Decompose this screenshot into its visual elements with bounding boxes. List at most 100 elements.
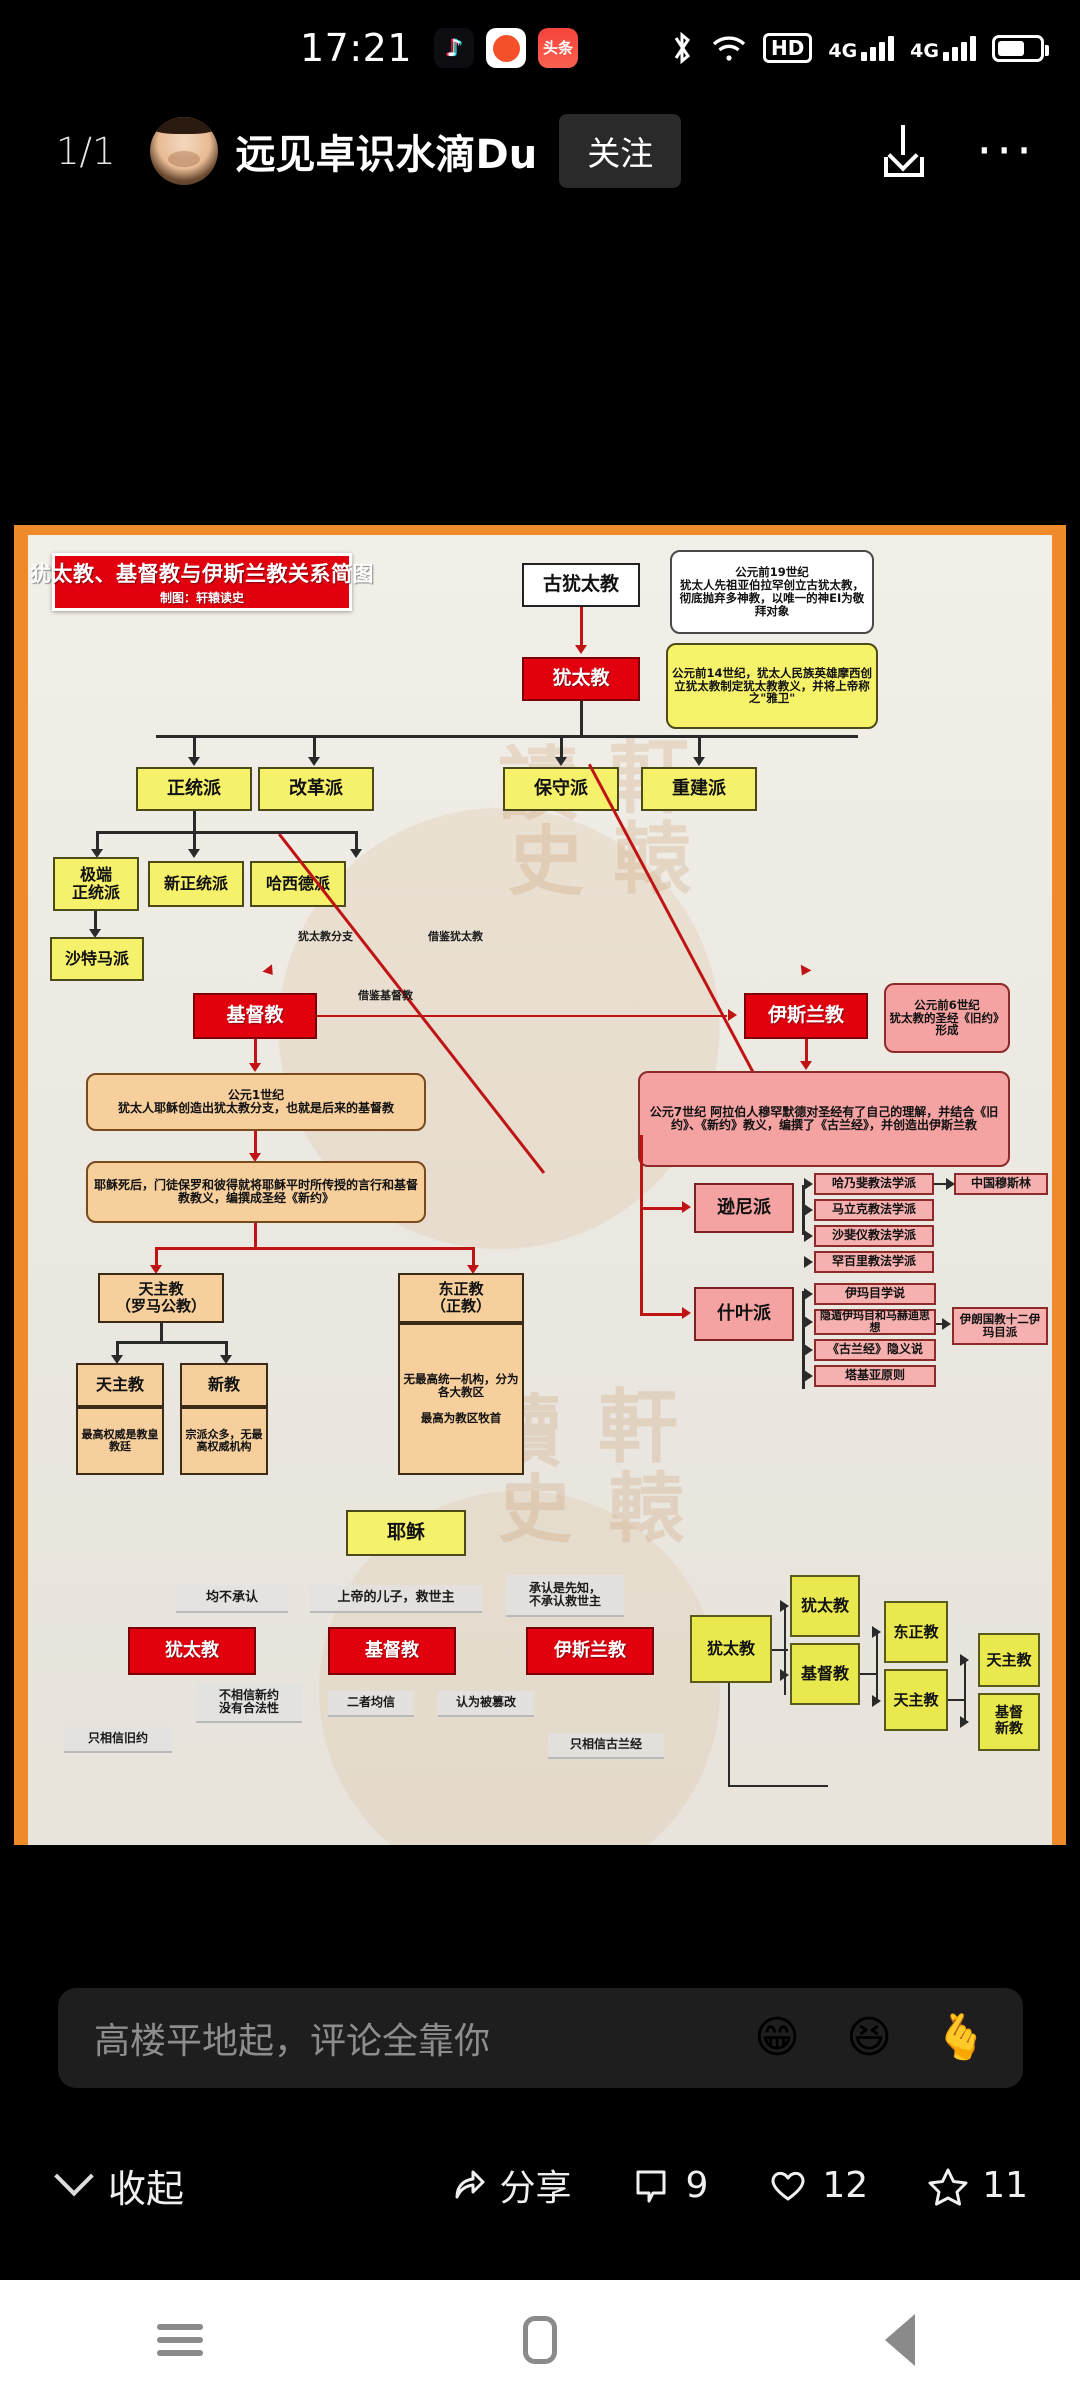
link-judaism-bus [156, 735, 858, 738]
laugh-emoji[interactable]: 😆 [846, 2012, 892, 2063]
tree-link-catholic-bus [964, 1659, 966, 1721]
status-bar-right: HD 4G 4G [669, 31, 1049, 65]
favorite-button[interactable]: 11 [926, 2163, 1028, 2207]
bluetooth-icon [669, 31, 695, 65]
infographic-poster: 讀 軒 史 轅 讀 軒 史 轅 犹太教、基督教与伊斯兰教关系简图 制图：轩辕读史… [14, 525, 1066, 1845]
arrow-eastern [467, 1265, 479, 1274]
arrow-hasidic [350, 849, 362, 858]
image-viewer[interactable]: 讀 軒 史 轅 讀 軒 史 轅 犹太教、基督教与伊斯兰教关系简图 制图：轩辕读史… [14, 525, 1066, 1845]
tree-arrow-catholic2 [960, 1654, 969, 1666]
node-orthodox: 正统派 [136, 767, 252, 811]
download-icon[interactable] [876, 123, 932, 179]
comment-button[interactable]: 9 [629, 2163, 708, 2207]
link-catholic-bus [116, 1341, 228, 1344]
home-icon[interactable] [513, 2313, 567, 2367]
note-orthodox-authority: 无最高统一机构，分为各大教区 最高为教区牧首 [398, 1323, 524, 1475]
node-reconstruct: 重建派 [641, 767, 757, 811]
status-bar: 17:21 ♪ 头条 HD 4G [0, 0, 1080, 96]
more-options-icon[interactable]: ··· [976, 122, 1036, 180]
node-catholic: 天主教 [76, 1363, 164, 1407]
page-subtitle: 制图：轩辕读史 [159, 591, 244, 605]
action-bar: 收起 分享 9 12 [0, 2130, 1080, 2240]
arrow-reform [308, 757, 320, 766]
link-bus-eastern [472, 1247, 475, 1269]
node-judaism: 犹太教 [522, 657, 640, 701]
comment-input-bar[interactable]: 高楼平地起，评论全靠你 😁 😆 🫰 [58, 1988, 1023, 2088]
share-label: 分享 [499, 2168, 572, 2209]
tree-node-protestant: 基督 新教 [978, 1693, 1040, 1751]
chevron-down-icon [54, 2156, 94, 2197]
like-button[interactable]: 12 [766, 2163, 868, 2207]
tree-link-christ-bus [876, 1631, 878, 1701]
finger-heart-emoji[interactable]: 🫰 [933, 2012, 989, 2063]
arrow-conservative [555, 757, 567, 766]
link-bus-catholic2 [116, 1341, 119, 1359]
arrow-christianity-note [249, 1063, 261, 1072]
comment-count: 9 [685, 2164, 709, 2206]
node-chinese-muslim: 中国穆斯林 [954, 1173, 1048, 1195]
label-borrow-judaism: 借鉴犹太教 [428, 930, 483, 943]
signal-bars-2 [943, 35, 976, 61]
link-islam-down [805, 1039, 808, 1067]
share-button[interactable]: 分享 [443, 2159, 571, 2211]
arrow-sunni-school-1 [804, 1178, 813, 1190]
menu-icon[interactable] [153, 2313, 207, 2367]
avatar[interactable] [149, 117, 218, 185]
link-bus-protestant [225, 1341, 228, 1359]
note-catholic-authority: 最高权威是教皇教廷 [76, 1407, 164, 1475]
node-neo-orthodox: 新正统派 [148, 861, 244, 907]
node-shia: 什叶派 [694, 1287, 794, 1341]
back-icon[interactable] [873, 2313, 927, 2367]
arrow-shia-doctrine-4 [804, 1370, 813, 1382]
link-bus-reconstruct [698, 735, 701, 761]
favorite-count: 11 [982, 2164, 1028, 2206]
link-bus-catholic [155, 1247, 158, 1269]
comment-input[interactable]: 高楼平地起，评论全靠你 [94, 2021, 491, 2062]
tree-arrow-protestant [960, 1716, 969, 1728]
page-indicator: 1/1 [56, 129, 116, 173]
viewer-header: 1/1 远见卓识水滴Du 关注 ··· [0, 96, 1080, 206]
label-jesus-deny: 均不承认 [176, 1585, 288, 1613]
seal-watermark-6: 軒 [598, 1381, 678, 1474]
link-bus-orthodox [193, 735, 196, 761]
link-ultra-satmar [94, 911, 97, 933]
link-hanafi-to-chinese [934, 1183, 950, 1185]
poster-title-block: 犹太教、基督教与伊斯兰教关系简图 制图：轩辕读史 [30, 553, 374, 611]
link-bus-neo [193, 831, 196, 853]
arrow-shia-doctrine-2 [804, 1316, 813, 1328]
node-reform: 改革派 [258, 767, 374, 811]
node-shia-doctrine-3: 《古兰经》隐义说 [814, 1339, 936, 1361]
arrow-orthodox [188, 757, 200, 766]
tree-arrow-eastern [872, 1626, 881, 1638]
grin-emoji[interactable]: 😁 [754, 2012, 800, 2063]
arrow-shia-doctrine-3 [804, 1344, 813, 1356]
follow-button[interactable]: 关注 [559, 114, 682, 188]
note-protestant-authority: 宗派众多，无最高权威机构 [180, 1407, 268, 1475]
link-judaism-down [580, 701, 583, 737]
node-shia-doctrine-1: 伊玛目学说 [814, 1283, 936, 1305]
node-shia-doctrine-4: 塔基亚原则 [814, 1365, 936, 1387]
node-rel-judaism: 犹太教 [128, 1627, 256, 1675]
node-rel-islam: 伊斯兰教 [526, 1627, 654, 1675]
link-bus-reform [313, 735, 316, 761]
node-sunni-school-4: 罕百里教法学派 [814, 1251, 934, 1273]
collapse-button[interactable]: 收起 [54, 2156, 184, 2213]
tomato-novel-icon [486, 28, 527, 68]
node-eastern-orthodox: 东正教 （正教） [398, 1273, 524, 1323]
arrow-christianity-to-islam [728, 1009, 737, 1021]
link-bus-hasidic [355, 831, 358, 853]
toutiao-icon-label: 头条 [543, 38, 574, 57]
author-name[interactable]: 远见卓识水滴Du [235, 132, 538, 178]
tree-link-root-bus [784, 1605, 786, 1695]
link-christianity-to-islam [317, 1015, 727, 1017]
link-paul-down [254, 1223, 257, 1249]
node-sunni-school-1: 哈乃斐教法学派 [814, 1173, 934, 1195]
label-altered: 认为被篡改 [438, 1691, 534, 1717]
comment-icon [629, 2163, 673, 2207]
note-19bc: 公元前19世纪 犹太人先祖亚伯拉罕创立古犹太教，彻底抛弃多神教，以唯一的神EI为… [670, 550, 874, 634]
node-shia-doctrine-2: 隐遁伊玛目和马赫迪思想 [814, 1309, 936, 1335]
toutiao-icon: 头条 [538, 28, 579, 68]
arrow-ultra [91, 849, 103, 858]
link-christianity-down [254, 1039, 257, 1069]
